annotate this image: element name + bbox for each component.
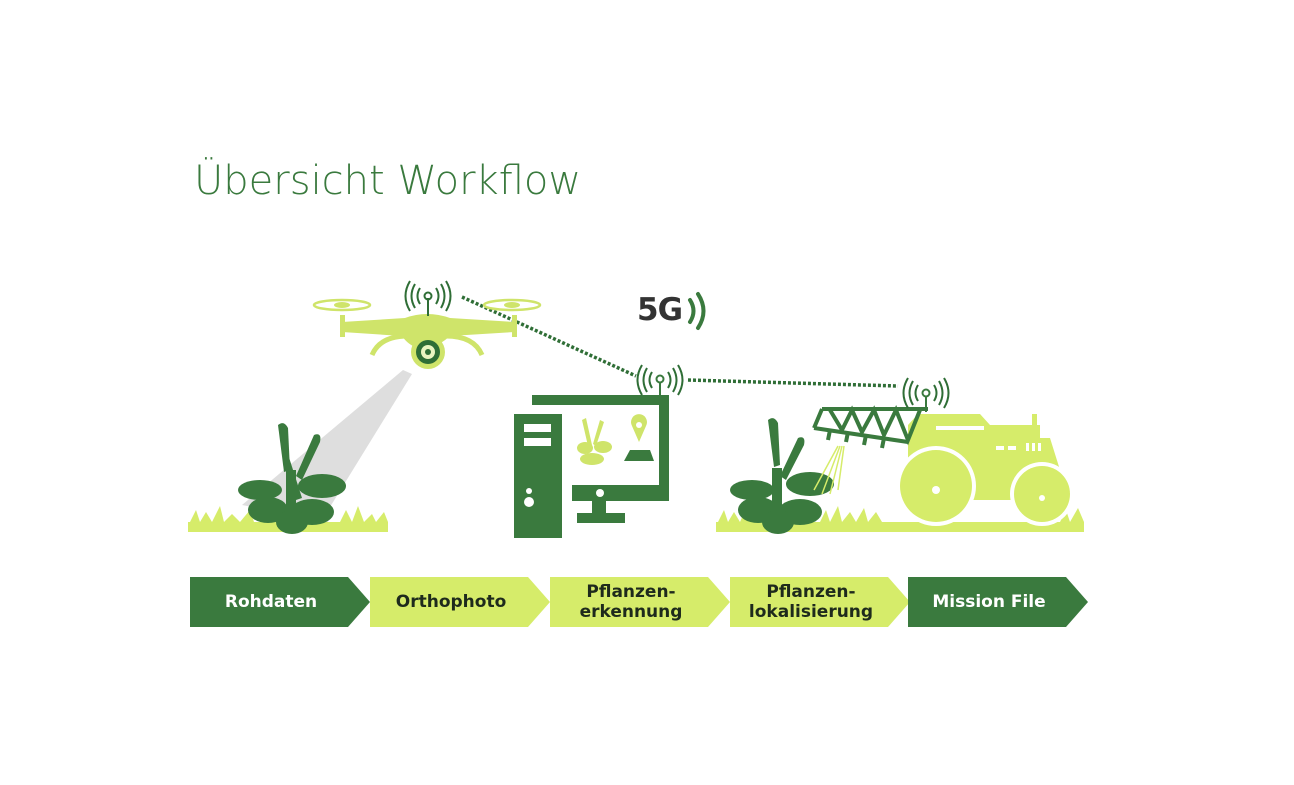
step-label: Rohdaten <box>224 592 318 612</box>
signal-5g-icon <box>688 292 706 330</box>
arrow-shape <box>908 577 1088 627</box>
spray-icon <box>813 445 845 495</box>
step-label: Mission File <box>932 592 1046 612</box>
connection-drone-computer <box>461 295 637 378</box>
step-label: Pflanzen- lokalisierung <box>748 582 874 622</box>
arrow-shape <box>370 577 550 627</box>
weed-plant-left-icon <box>238 423 346 534</box>
tractor-antenna-icon <box>921 388 931 398</box>
sprayer-boom-icon <box>812 396 928 449</box>
connection-computer-tractor <box>687 378 899 388</box>
arrow-shape <box>730 577 910 627</box>
page-title: Übersicht Workflow <box>194 158 582 204</box>
step-label: Pflanzen- erkennung <box>579 582 683 622</box>
arrow-shape <box>190 577 370 627</box>
step-pflanzenerkennung[interactable]: Pflanzen- erkennung <box>550 577 730 627</box>
desktop-computer-icon <box>514 374 669 538</box>
step-mission-file[interactable]: Mission File <box>908 577 1088 627</box>
computer-antenna-signal-icon <box>636 364 684 396</box>
camera-beam <box>242 370 412 520</box>
network-5g-label: 5G <box>637 292 683 328</box>
tractor-antenna-signal-icon <box>902 377 950 409</box>
step-label: Orthophoto <box>395 592 507 612</box>
step-pflanzenlokalisierung[interactable]: Pflanzen- lokalisierung <box>730 577 910 627</box>
step-orthophoto[interactable]: Orthophoto <box>370 577 550 627</box>
weed-plant-right-icon <box>730 418 834 534</box>
tractor-icon <box>896 414 1074 526</box>
arrow-shape <box>550 577 730 627</box>
step-rohdaten[interactable]: Rohdaten <box>190 577 370 627</box>
drone-icon <box>312 291 542 369</box>
workflow-steps: Rohdaten Orthophoto Pflanzen- erkennung … <box>190 577 1090 627</box>
drone-antenna-signal-icon <box>404 280 452 312</box>
